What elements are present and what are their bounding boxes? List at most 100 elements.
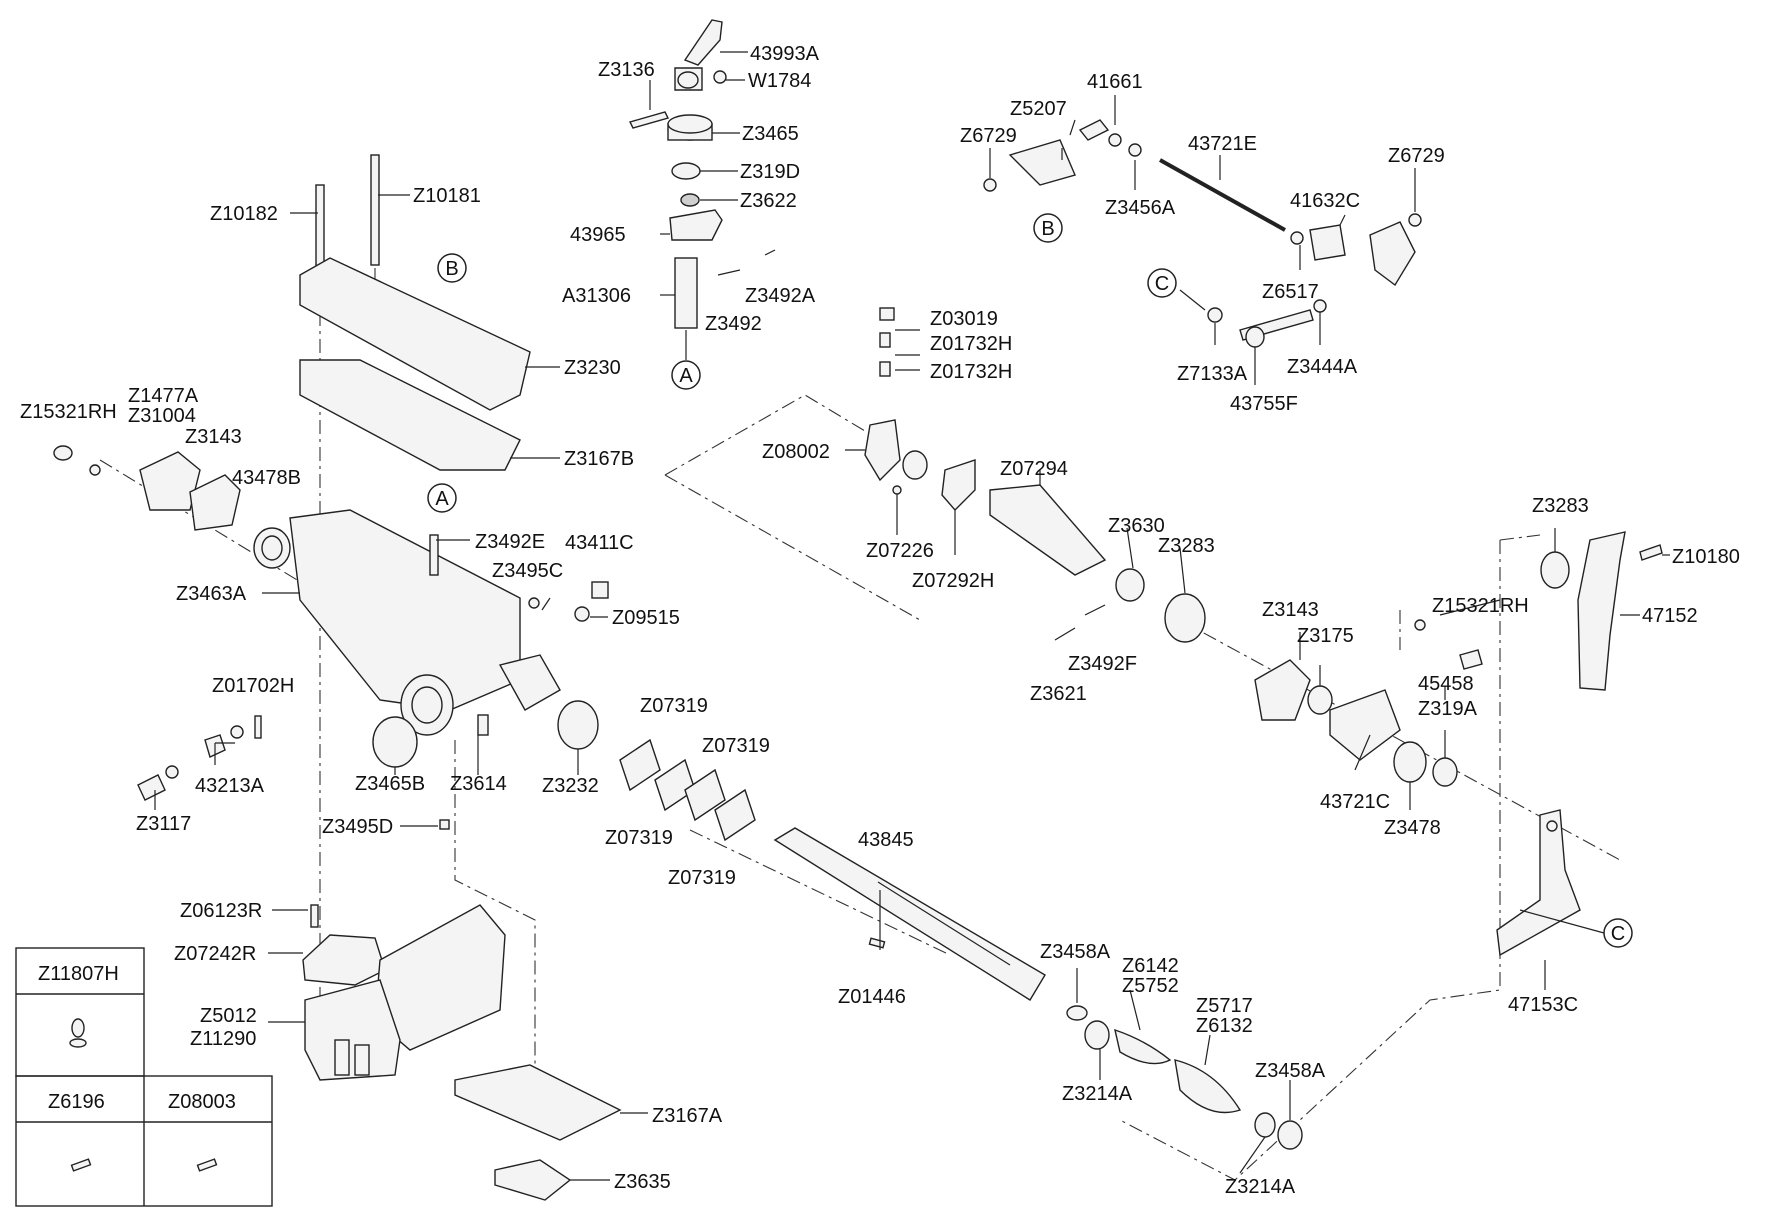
- label-z31004: Z31004: [128, 405, 196, 427]
- label-a31306: A31306: [562, 285, 631, 307]
- label-43845: 43845: [858, 829, 914, 851]
- label-z08002: Z08002: [762, 441, 830, 463]
- label-z09515: Z09515: [612, 607, 680, 629]
- linkage-group: [983, 119, 1422, 348]
- label-z3622: Z3622: [740, 190, 797, 212]
- label-z07319-4: Z07319: [668, 867, 736, 889]
- label-z3614: Z3614: [450, 773, 507, 795]
- label-z01732h-2: Z01732H: [930, 361, 1012, 383]
- label-z3444a: Z3444A: [1287, 356, 1358, 378]
- label-z3463a: Z3463A: [176, 583, 247, 605]
- right-lever-group: [1496, 531, 1663, 957]
- label-z07294: Z07294: [1000, 458, 1068, 480]
- label-z15321rh-right: Z15321RH: [1432, 595, 1529, 617]
- label-z319a: Z319A: [1418, 698, 1478, 720]
- label-z6729-right: Z6729: [1388, 145, 1445, 167]
- label-z01446: Z01446: [838, 986, 906, 1008]
- label-z5717: Z5717: [1196, 995, 1253, 1017]
- label-z07319-2: Z07319: [702, 735, 770, 757]
- top-cover-group: [53, 154, 609, 830]
- label-z06123r: Z06123R: [180, 900, 262, 922]
- label-z3232: Z3232: [542, 775, 599, 797]
- label-z3478: Z3478: [1384, 817, 1441, 839]
- callout-b-top: B: [445, 258, 458, 280]
- label-45458: 45458: [1418, 673, 1474, 695]
- middle-shaft-group: [864, 307, 1483, 787]
- label-z3175: Z3175: [1297, 625, 1354, 647]
- callout-c-top: C: [1155, 273, 1169, 295]
- label-z10180: Z10180: [1672, 546, 1740, 568]
- label-z1477a: Z1477A: [128, 385, 199, 407]
- label-z6142: Z6142: [1122, 955, 1179, 977]
- label-43411c: 43411C: [565, 532, 634, 554]
- label-z5752: Z5752: [1122, 975, 1179, 997]
- label-z10182: Z10182: [210, 203, 278, 225]
- label-z3283-right: Z3283: [1532, 495, 1589, 517]
- callout-circles: B A A B C C: [427, 213, 1633, 948]
- legend-bottom-right-label: Z08003: [168, 1091, 236, 1113]
- leader-lines: [154, 51, 1670, 1181]
- legend-bottom-left-label: Z6196: [48, 1091, 105, 1113]
- label-z07242r: Z07242R: [174, 943, 256, 965]
- label-z11290: Z11290: [190, 1028, 256, 1050]
- callout-a-mid: A: [435, 488, 449, 510]
- label-z3465: Z3465: [742, 123, 799, 145]
- label-z03019: Z03019: [930, 308, 998, 330]
- label-z3458a-1: Z3458A: [1040, 941, 1111, 963]
- label-41632c: 41632C: [1290, 190, 1360, 212]
- lower-housing-group: [302, 904, 622, 1201]
- label-z3492: Z3492: [705, 313, 762, 335]
- label-z3143-right: Z3143: [1262, 599, 1319, 621]
- parts-legend-table: Z11807H Z6196 Z08003: [15, 947, 273, 1207]
- label-z3458a-2: Z3458A: [1255, 1060, 1326, 1082]
- label-47152: 47152: [1642, 605, 1698, 627]
- label-z3630: Z3630: [1108, 515, 1165, 537]
- label-z3495d: Z3495D: [322, 816, 393, 838]
- label-w1784: W1784: [748, 70, 811, 92]
- label-43478b: 43478B: [232, 467, 301, 489]
- label-z7133a: Z7133A: [1177, 363, 1248, 385]
- label-z15321rh-left: Z15321RH: [20, 401, 117, 423]
- label-z3456a: Z3456A: [1105, 197, 1176, 219]
- shift-lever-group: [628, 19, 776, 360]
- label-z3495c: Z3495C: [492, 560, 563, 582]
- label-z01732h-1: Z01732H: [930, 333, 1012, 355]
- label-z3230: Z3230: [564, 357, 621, 379]
- label-z3117: Z3117: [136, 813, 191, 835]
- label-z6729-left: Z6729: [960, 125, 1017, 147]
- label-41661: 41661: [1087, 71, 1143, 93]
- label-z01702h: Z01702H: [212, 675, 294, 697]
- label-z319d: Z319D: [740, 161, 800, 183]
- label-z6132: Z6132: [1196, 1015, 1253, 1037]
- label-z07226: Z07226: [866, 540, 934, 562]
- label-z5207: Z5207: [1010, 98, 1067, 120]
- label-z3143-left: Z3143: [185, 426, 242, 448]
- label-z3167a: Z3167A: [652, 1105, 723, 1127]
- label-z3635: Z3635: [614, 1171, 671, 1193]
- part-labels: 43993A Z3136 W1784 Z3465 Z319D Z3622 439…: [20, 43, 1740, 1198]
- label-z3621: Z3621: [1030, 683, 1087, 705]
- label-z10181: Z10181: [413, 185, 481, 207]
- label-z3465b: Z3465B: [355, 773, 425, 795]
- label-z3492f: Z3492F: [1068, 653, 1137, 675]
- label-z3136: Z3136: [598, 59, 655, 81]
- label-43721e: 43721E: [1188, 133, 1257, 155]
- label-43965: 43965: [570, 224, 626, 246]
- callout-c-right: C: [1611, 923, 1625, 945]
- label-z3492e: Z3492E: [475, 531, 545, 553]
- label-43993a: 43993A: [750, 43, 820, 65]
- label-z3214a-1: Z3214A: [1062, 1083, 1133, 1105]
- callout-a-top: A: [679, 365, 693, 387]
- label-z07319-1: Z07319: [640, 695, 708, 717]
- label-z07319-3: Z07319: [605, 827, 673, 849]
- label-z07292h: Z07292H: [912, 570, 994, 592]
- legend-top-cell-label: Z11807H: [38, 963, 119, 985]
- label-z3167b: Z3167B: [564, 448, 634, 470]
- label-43755f: 43755F: [1230, 393, 1298, 415]
- callout-b-right: B: [1041, 218, 1054, 240]
- label-43213a: 43213A: [195, 775, 265, 797]
- label-43721c: 43721C: [1320, 791, 1390, 813]
- label-z3492a: Z3492A: [745, 285, 816, 307]
- label-z3283-mid: Z3283: [1158, 535, 1215, 557]
